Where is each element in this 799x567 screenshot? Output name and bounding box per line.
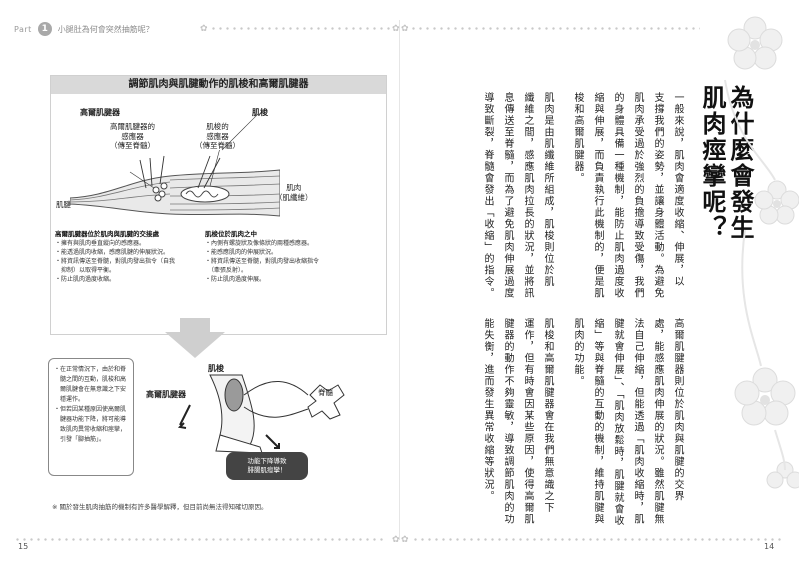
leg-cramp-illustration — [177, 374, 345, 454]
chapter-title: 小腿肚為何會突然抽筋呢？ — [57, 24, 154, 34]
label-muscle: 肌肉 （肌纖維） — [275, 183, 313, 202]
body-column: 腱器的動作不夠靈敏，導致調節肌肉的功 — [502, 318, 513, 525]
plum-blossom-decoration-icon — [724, 16, 799, 489]
heading-line-1: 為什麼會發生 — [726, 85, 754, 241]
info-item: （牽張反射）。 — [205, 267, 248, 274]
body-column: 腱就會伸展」、「肌肉放鬆時，肌腱就會收 — [612, 318, 623, 527]
flower-ornament-icon: ✿ — [401, 24, 409, 34]
part-number-badge: 1 — [37, 22, 52, 36]
note-line: ・但若因某種原因使高爾肌 — [54, 406, 127, 413]
flower-ornament-icon: ✿ — [392, 535, 400, 545]
footnote: ※ 關於發生肌肉抽筋的機制有許多醫學解釋，但目前尚無法得知確切原因。 — [52, 503, 268, 511]
body-column: 的身體具備一種機制，能防止肌肉過度收 — [612, 92, 623, 299]
caption-line: 功能下降導致 — [247, 457, 287, 465]
label-line: （肌纖維） — [275, 192, 313, 202]
note-line: 引發「腳抽筋」。 — [54, 436, 106, 443]
body-column: 支撐我們的姿勢，並讓身體活動。為避免 — [652, 92, 663, 299]
leg-label-golgi: 高爾肌腱器 — [146, 390, 186, 399]
decorative-dot-row — [210, 27, 390, 30]
note-box: ・在正常情況下，由於和脊 髓之間的互動，肌梭和高 爾肌腱會在無意識之下安 穩運作… — [48, 358, 134, 476]
body-column: 梭和高爾肌腱器。 — [572, 92, 583, 184]
info-item: ・能感應肌肉的伸展狀況。 — [205, 249, 278, 256]
heading-line-2: 肌肉痙攣呢？ — [698, 85, 726, 241]
info-item: ・防止肌肉過度收縮。 — [55, 276, 116, 283]
label-line: （傳至脊髓） — [195, 141, 240, 150]
flower-ornament-icon: ✿ — [392, 24, 400, 34]
label-spindle-receptor: 肌梭的 感應器 （傳至脊髓） — [195, 122, 240, 151]
body-column: 一般來說，肌肉會適度收縮、伸展，以 — [672, 92, 683, 288]
label-tendon: 肌腱 — [56, 200, 71, 209]
label-golgi-receptor: 高爾肌腱器的 感應器 （傳至脊髓） — [110, 122, 155, 151]
info-item: 抑制）以取得平衡。 — [55, 267, 116, 274]
body-column: 肌梭和高爾肌腱器會在我們無意識之下 — [542, 318, 553, 514]
note-line: 爾肌腱會在無意識之下安 — [54, 386, 127, 393]
body-column: 高爾肌腱器則位於肌肉與肌腱的交界 — [672, 318, 683, 502]
note-line: 腱器功能下降，將可能導 — [54, 416, 127, 423]
info-item: ・擁有與肌肉垂直縱向的感應器。 — [55, 240, 146, 247]
info-item: ・內側有螺旋狀及像條狀的兩種感應器。 — [205, 240, 314, 247]
body-column: 導致斷裂，脊髓會發出「收縮」的指令。 — [482, 92, 493, 299]
leg-label-spine: 脊髓 — [318, 388, 333, 397]
down-arrow-stem — [180, 318, 210, 334]
body-column: 法自己伸縮，但能透過「肌肉收縮時，肌 — [632, 318, 643, 525]
part-label: Part — [14, 24, 32, 34]
spindle-info-box: 肌梭位於肌肉之中 ・內側有螺旋狀及像條狀的兩種感應器。 ・能感應肌肉的伸展狀況。… — [205, 230, 355, 284]
body-column: 能失衡，進而發生異常收縮等狀況。 — [482, 318, 493, 502]
note-line: ・在正常情況下，由於和脊 — [54, 366, 127, 373]
body-column: 肌肉承受過於強烈的負擔導致受傷，我們 — [632, 92, 643, 299]
decorative-dot-row — [14, 538, 386, 541]
note-line: 致肌肉異常收縮和痙攣， — [54, 426, 127, 433]
diagram-title: 調節肌肉與肌腱動作的肌梭和高爾肌腱器 — [51, 76, 386, 94]
chapter-header: Part 1 小腿肚為何會突然抽筋呢？ — [14, 22, 154, 36]
body-column: 肌肉的功能。 — [572, 318, 583, 387]
left-page-number: 15 — [18, 542, 29, 551]
label-line: 高爾肌腱器的 — [110, 122, 155, 131]
note-line: 髓之間的互動，肌梭和高 — [54, 376, 127, 383]
label-line: 肌肉 — [286, 183, 302, 192]
body-column: 肌肉是由肌纖維所組成，肌梭則位於肌 — [542, 92, 553, 288]
body-column: 縮」等與脊髓的互動的機制，維持肌腱與 — [592, 318, 603, 525]
info-item: ・能透過肌肉收縮，感應肌腱的伸展狀況。 — [55, 249, 170, 256]
info-item: ・防止肌肉過度伸展。 — [205, 276, 266, 283]
leader-line — [221, 113, 259, 151]
info-item: ・將資訊傳送至脊髓，對肌肉發出收縮指令 — [205, 258, 320, 265]
body-column: 纖維之間，感應肌肉拉長的狀況，並將訊 — [522, 92, 533, 299]
body-column: 處，能感應肌肉伸展的狀況。雖然肌腱無 — [652, 318, 663, 525]
decorative-dot-row — [412, 538, 782, 541]
spindle-info-heading: 肌梭位於肌肉之中 — [205, 230, 257, 238]
golgi-info-box: 高爾肌腱器位於肌肉與肌腱的交接處 ・擁有與肌肉垂直縱向的感應器。 ・能透過肌肉收… — [55, 230, 205, 284]
leg-label-spindle: 肌梭 — [208, 364, 224, 373]
note-line: 穩運作。 — [54, 396, 85, 403]
down-arrow-icon — [165, 332, 225, 358]
label-line: 感應器 — [121, 131, 144, 141]
flower-ornament-icon: ✿ — [200, 24, 208, 34]
right-page-number: 14 — [764, 542, 775, 551]
golgi-info-heading: 高爾肌腱器位於肌肉與肌腱的交接處 — [55, 230, 159, 238]
muscle-tendon-illustration — [70, 150, 280, 217]
flower-ornament-icon: ✿ — [401, 535, 409, 545]
label-line: 肌梭的 — [206, 122, 229, 131]
cramp-caption: 功能下降導致 腓腸肌痙攣！ — [226, 452, 308, 480]
label-line: 感應器 — [206, 131, 229, 141]
caption-line: 腓腸肌痙攣！ — [247, 466, 287, 474]
body-column: 運作，但有時會因某些原因，使得高爾肌 — [522, 318, 533, 525]
info-item: ・將資訊傳送至脊髓，對肌肉發出指令（自我 — [55, 258, 176, 265]
label-spindle: 肌梭 — [252, 108, 268, 117]
label-golgi-tendon-organ: 高爾肌腱器 — [80, 108, 120, 117]
body-column: 縮與伸展，而負責執行此機制的，便是肌 — [592, 92, 603, 299]
body-column: 息傳送至脊髓，而為了避免肌肉伸展過度 — [502, 92, 513, 299]
page-gutter — [399, 20, 400, 540]
decorative-dot-row — [410, 27, 700, 30]
label-line: （傳至脊髓） — [110, 141, 155, 150]
